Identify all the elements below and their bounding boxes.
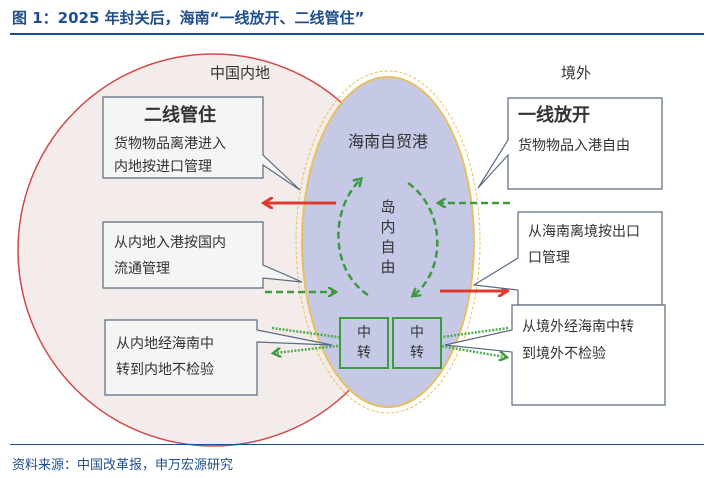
- svg-text:自: 自: [380, 238, 395, 256]
- figure-title: 图 1：2025 年封关后，海南“一线放开、二线管住”: [12, 9, 365, 27]
- callout-mainland-transit: 从内地经海南中 转到内地不检验: [104, 319, 333, 396]
- circulation-arrow-right: [407, 181, 439, 295]
- callout-mainland-entry: 从内地入港按国内 流通管理: [102, 221, 303, 289]
- mainland-label: 中国内地: [210, 64, 270, 82]
- ftp-oval-outer: [295, 70, 481, 414]
- svg-text:到境外不检验: 到境外不检验: [522, 346, 606, 362]
- callout-first-line: 一线放开 货物物品入港自由: [477, 97, 663, 190]
- svg-text:从海南离境按出口: 从海南离境按出口: [528, 223, 640, 240]
- callout-exit-hainan: 从海南离境按出口 口管理: [472, 211, 663, 306]
- footer-divider: [10, 444, 704, 445]
- svg-text:内地按进口管理: 内地按进口管理: [114, 159, 212, 175]
- svg-text:从内地入港按国内: 从内地入港按国内: [114, 235, 226, 251]
- svg-text:中: 中: [357, 325, 371, 341]
- svg-text:从内地经海南中: 从内地经海南中: [116, 336, 214, 352]
- island-free-label: 岛 内 自 由: [380, 198, 395, 276]
- svg-text:由: 由: [380, 258, 395, 276]
- svg-text:转到内地不检验: 转到内地不检验: [116, 362, 214, 378]
- title-divider: [10, 33, 704, 35]
- source-note: 资料来源：中国改革报，申万宏源研究: [12, 458, 234, 473]
- svg-text:口管理: 口管理: [528, 250, 570, 266]
- svg-text:岛: 岛: [380, 198, 395, 216]
- callout-overseas-transit: 从境外经海南中转 到境外不检验: [444, 304, 666, 406]
- svg-text:货物物品离港进入: 货物物品离港进入: [114, 135, 226, 152]
- svg-text:转: 转: [410, 345, 424, 361]
- svg-text:中: 中: [410, 325, 424, 341]
- transit-box-left: 中 转: [339, 317, 389, 369]
- svg-text:一线放开: 一线放开: [518, 104, 590, 126]
- transit-arrow-mainland: [272, 326, 346, 353]
- svg-text:货物物品入港自由: 货物物品入港自由: [518, 137, 630, 154]
- svg-text:二线管住: 二线管住: [144, 104, 216, 126]
- svg-text:从境外经海南中转: 从境外经海南中转: [522, 319, 634, 335]
- transit-arrow-overseas: [434, 326, 508, 357]
- svg-text:内: 内: [380, 218, 395, 236]
- svg-text:转: 转: [357, 345, 371, 361]
- svg-text:流通管理: 流通管理: [114, 261, 170, 277]
- overseas-label: 境外: [561, 64, 591, 82]
- ftp-label: 海南自贸港: [348, 132, 428, 151]
- transit-box-right: 中 转: [392, 317, 442, 369]
- circulation-arrow-left: [337, 180, 369, 297]
- callout-second-line: 二线管住 货物物品离港进入 内地按进口管理: [102, 96, 301, 191]
